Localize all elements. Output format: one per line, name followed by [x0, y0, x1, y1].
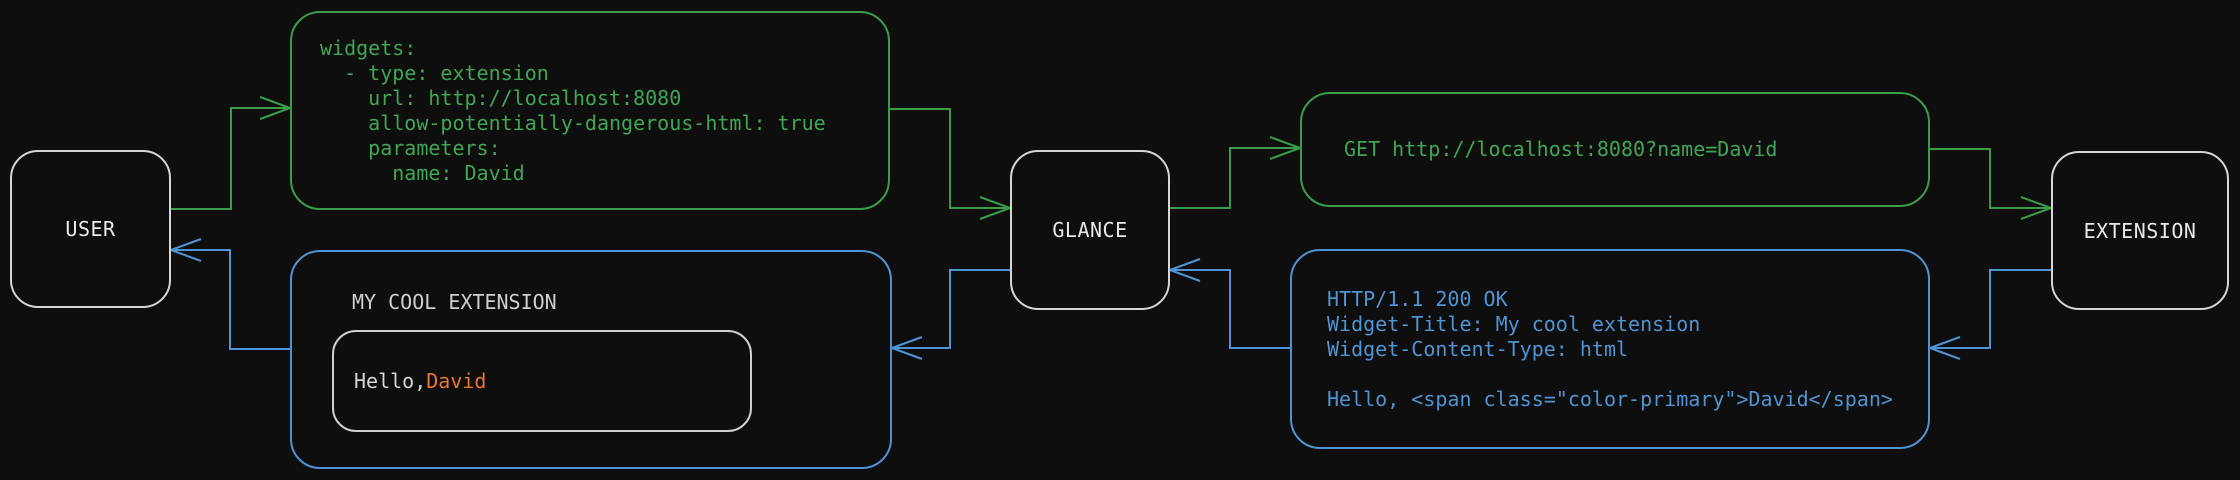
wire-user-to-config-arrowhead-icon	[259, 96, 291, 120]
wire-widget-to-user-arrowhead-icon	[170, 238, 202, 262]
widget-title: MY COOL EXTENSION	[352, 290, 557, 314]
node-extension-label: EXTENSION	[2083, 218, 2197, 243]
yaml-config-code: widgets: - type: extension url: http://l…	[320, 35, 826, 185]
wire-widget-to-user	[173, 249, 290, 350]
node-glance-label: GLANCE	[1052, 218, 1128, 242]
wire-response-to-glance	[1172, 269, 1290, 349]
greeting-prefix: Hello,	[354, 369, 427, 393]
wire-extension-to-response	[1932, 269, 2051, 349]
wire-glance-to-request-arrowhead-icon	[1269, 136, 1301, 160]
wire-config-to-glance-arrowhead-icon	[979, 196, 1011, 220]
widget-greeting-box: Hello, David	[332, 330, 752, 432]
http-request-box: GET http://localhost:8080?name=David	[1300, 92, 1930, 207]
greeting-name: David	[426, 369, 487, 393]
wire-glance-to-request	[1170, 147, 1298, 209]
node-user: USER	[10, 150, 171, 308]
wire-extension-to-response-arrowhead-icon	[1929, 336, 1961, 360]
wire-response-to-glance-arrowhead-icon	[1169, 258, 1201, 282]
yaml-config-box: widgets: - type: extension url: http://l…	[290, 11, 890, 210]
http-request-text: GET http://localhost:8080?name=David	[1344, 137, 1778, 161]
node-glance: GLANCE	[1010, 150, 1170, 310]
http-response-box: HTTP/1.1 200 OK Widget-Title: My cool ex…	[1290, 249, 1930, 449]
rendered-widget-box: MY COOL EXTENSION Hello, David	[290, 250, 892, 469]
http-response-text: HTTP/1.1 200 OK Widget-Title: My cool ex…	[1327, 286, 1893, 411]
wire-user-to-config	[171, 107, 288, 210]
wire-request-to-extension-arrowhead-icon	[2020, 196, 2052, 220]
node-user-label: USER	[65, 217, 116, 241]
wire-config-to-glance	[890, 108, 1008, 209]
wire-request-to-extension	[1930, 148, 2049, 209]
wire-glance-to-widget-arrowhead-icon	[891, 336, 923, 360]
wire-glance-to-widget	[894, 269, 1010, 349]
node-extension: EXTENSION	[2051, 151, 2229, 310]
